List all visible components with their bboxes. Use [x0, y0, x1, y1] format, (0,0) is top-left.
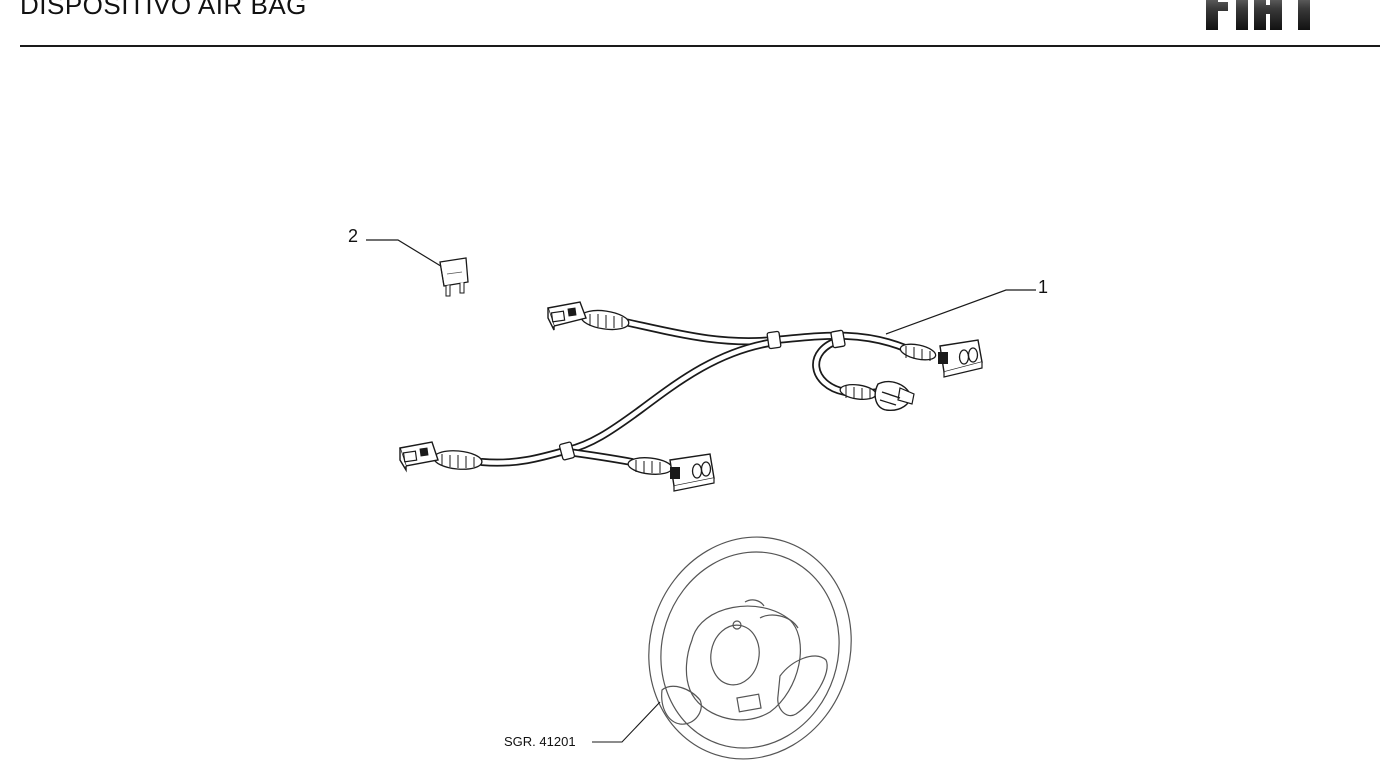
reference-callout: SGR. 41201 — [504, 701, 661, 749]
connector-top-left — [547, 301, 587, 331]
wiring-harness — [399, 301, 983, 492]
connector-bottom-left — [399, 441, 439, 473]
callout-2: 2 — [348, 226, 445, 269]
header-rule — [20, 45, 1380, 47]
fiat-logo — [1206, 0, 1310, 30]
callout-1-leader — [885, 289, 1036, 335]
callout-2-label: 2 — [348, 226, 358, 246]
connector-loop — [839, 380, 915, 411]
steering-wheel-reference — [648, 536, 852, 760]
page-title: DISPOSITIVO AIR BAG — [20, 0, 307, 20]
callout-1-label: 1 — [1038, 277, 1048, 297]
callout-1: 1 — [885, 277, 1048, 335]
reference-label: SGR. 41201 — [504, 734, 576, 749]
fuse — [439, 257, 469, 297]
reference-leader — [592, 701, 661, 743]
callout-2-leader — [366, 239, 445, 269]
connector-right — [899, 339, 983, 378]
connector-bottom-right — [669, 453, 715, 492]
